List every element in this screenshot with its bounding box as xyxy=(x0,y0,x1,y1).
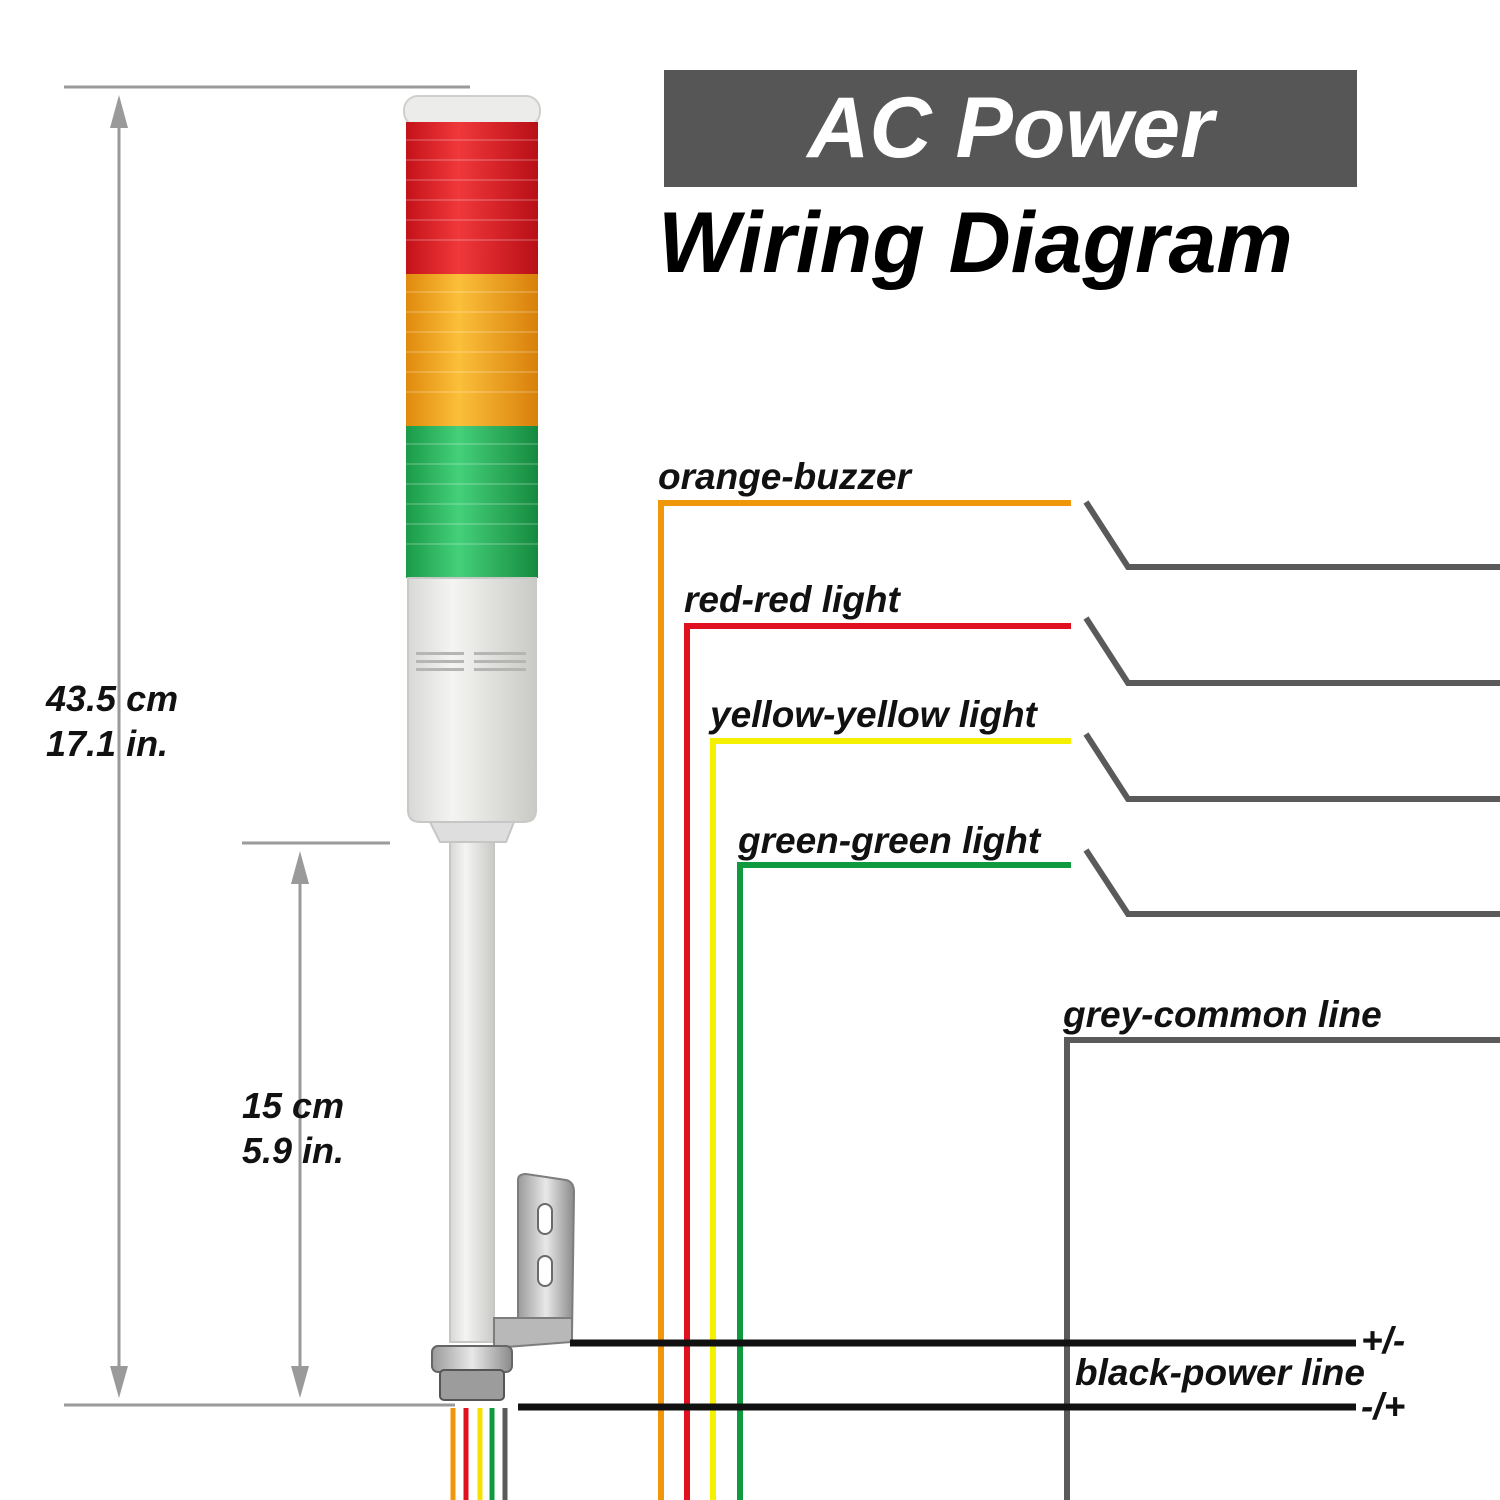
wire-lines xyxy=(658,500,1500,1500)
title-banner xyxy=(664,70,1357,187)
pole-height-metric: 15 cm xyxy=(242,1085,345,1126)
minus-plus-label: -/+ xyxy=(1361,1386,1406,1427)
wire-label-orange: orange-buzzer xyxy=(658,456,911,497)
power-lines xyxy=(518,1339,1356,1411)
buzzer-base xyxy=(407,577,537,823)
red-light-segment xyxy=(406,122,538,274)
pole-height-imperial: 5.9 in. xyxy=(242,1130,345,1171)
l-bracket xyxy=(517,1172,576,1337)
dimension-arrows xyxy=(110,95,309,1398)
grey-common-wire xyxy=(1064,1037,1500,1500)
wire-label-red: red-red light xyxy=(684,579,900,620)
power-line-label: black-power line xyxy=(1075,1352,1365,1393)
green-light-segment xyxy=(406,426,538,578)
orange-buzzer-wire xyxy=(658,500,1071,1500)
leader-lines xyxy=(1083,500,1500,917)
dimension-lines xyxy=(64,85,470,1407)
signal-tower xyxy=(403,95,576,1500)
total-height-label: 43.5 cm 17.1 in. xyxy=(46,676,178,766)
wire-label-yellow: yellow-yellow light xyxy=(710,694,1037,735)
mounting-nut xyxy=(431,1345,513,1373)
mounting-pole xyxy=(449,841,495,1343)
pole-height-label: 15 cm 5.9 in. xyxy=(242,1083,344,1173)
red-light-wire xyxy=(684,623,1071,1500)
amber-light-segment xyxy=(406,274,538,426)
plus-minus-label: +/- xyxy=(1361,1320,1406,1361)
total-height-imperial: 17.1 in. xyxy=(46,723,169,764)
wire-label-grey: grey-common line xyxy=(1063,994,1382,1035)
page-title: AC Power xyxy=(807,80,1214,176)
total-height-metric: 43.5 cm xyxy=(46,678,179,719)
page-subtitle: Wiring Diagram xyxy=(658,195,1293,291)
wire-label-green: green-green light xyxy=(738,820,1041,861)
green-light-wire xyxy=(737,862,1071,1500)
yellow-light-wire xyxy=(710,738,1071,1500)
